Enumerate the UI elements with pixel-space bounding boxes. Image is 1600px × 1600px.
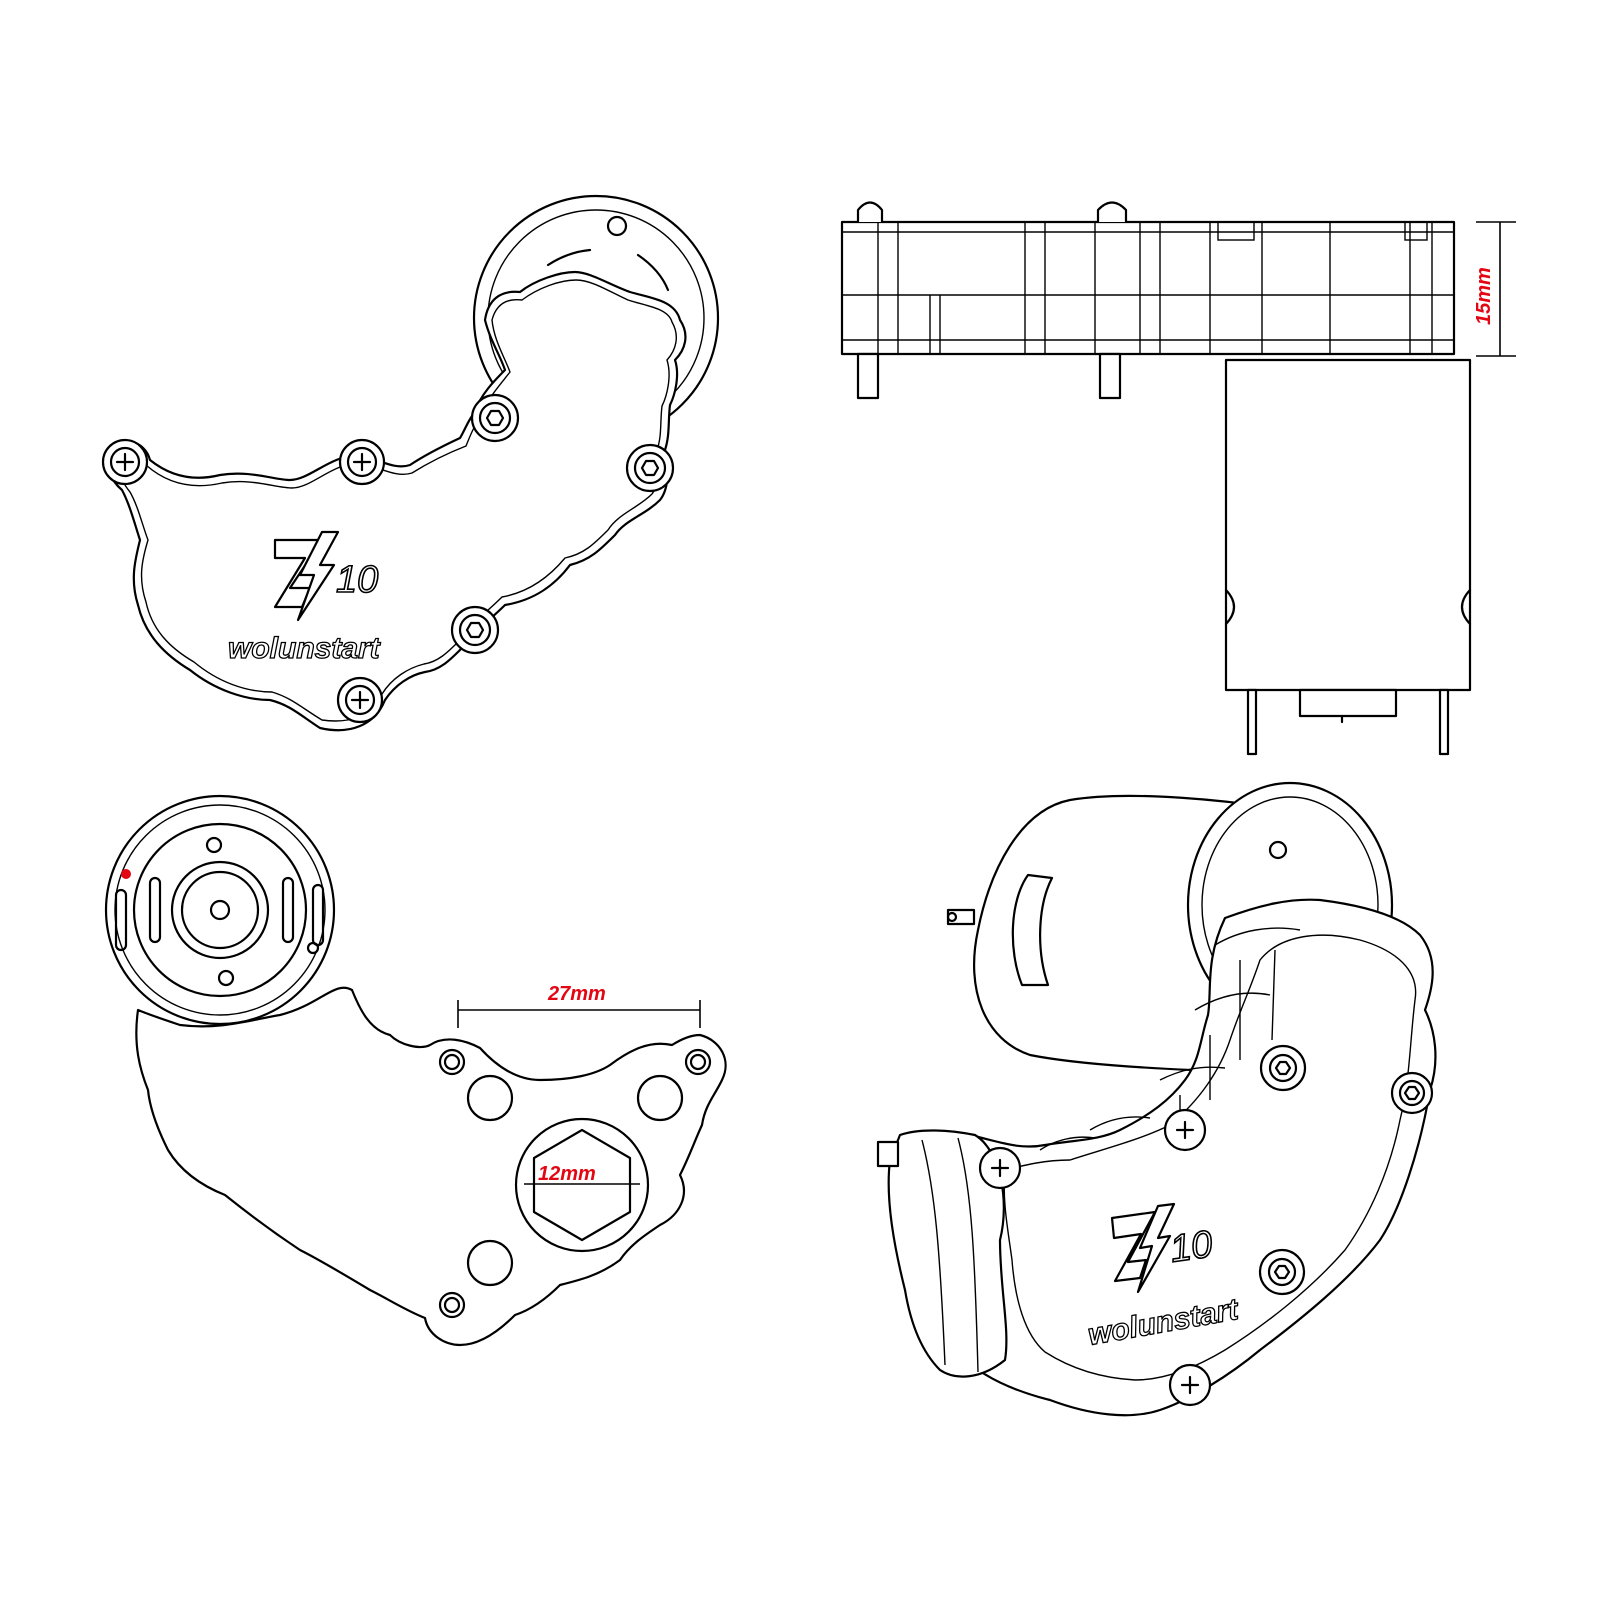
motor-terminal-right [1438, 688, 1450, 756]
hex-dimension-label: 12mm [538, 1163, 596, 1185]
width-dimension-label: 27mm [547, 983, 606, 1005]
rear-plate-outline [135, 986, 727, 1347]
motor-slot-right [636, 253, 670, 292]
hex-screw-2 [625, 443, 675, 493]
front-view: 10 wolunstart [101, 194, 720, 732]
motor-body [1224, 358, 1472, 692]
gear-cover-inner-rim [117, 279, 678, 722]
shaft-pin-1 [856, 352, 880, 400]
motor-ring-hole [606, 215, 628, 237]
phillips-screw-1 [101, 438, 149, 486]
brush-slot-left [148, 876, 162, 944]
z-bolt-logo [273, 530, 340, 622]
motor-vent-slot [1011, 873, 1054, 987]
phillips-screw-2 [338, 438, 386, 486]
iso-z-bolt-logo [1110, 1202, 1176, 1294]
iso-hex-screw-1 [1259, 1044, 1307, 1092]
iso-gearbox-body [907, 898, 1437, 1417]
iso-brand-model-number: 10 [1167, 1223, 1215, 1270]
iso-hex-screw-3 [1258, 1248, 1306, 1296]
hex-screw-3 [450, 605, 500, 655]
motor-end-bushing [1298, 688, 1398, 718]
screw-head-1 [856, 201, 884, 222]
brand-wordmark: wolunstart [228, 632, 382, 665]
motor-end-outer [104, 794, 336, 1026]
iso-hex-screw-2 [1390, 1071, 1434, 1115]
iso-phillips-screw-1 [978, 1146, 1022, 1190]
output-boss [514, 1117, 650, 1253]
iso-phillips-screw-2 [1163, 1108, 1207, 1152]
gearbox-body [840, 220, 1456, 356]
phillips-screw-3 [336, 676, 384, 724]
motor-terminal-left [1246, 688, 1258, 756]
motor-slot-left [546, 248, 592, 267]
polarity-marker-dot [121, 869, 131, 879]
side-view: 15mm [840, 201, 1516, 756]
motor-bearing-boss [170, 860, 270, 960]
iso-shaft [876, 1140, 900, 1168]
gear-cover-outline [106, 270, 687, 732]
brush-slot-right [281, 876, 295, 944]
iso-phillips-screw-3 [1168, 1363, 1212, 1407]
shaft-pin-2 [1098, 352, 1122, 400]
hex-output [532, 1128, 632, 1242]
hex-screw-1 [470, 393, 520, 443]
isometric-view: 10 wolunstart [876, 781, 1437, 1417]
height-dimension-label: 15mm [1473, 267, 1495, 325]
brand-model-number: 10 [336, 559, 378, 601]
screw-head-2 [1096, 201, 1128, 222]
rear-view: 12mm 27mm [104, 794, 727, 1347]
